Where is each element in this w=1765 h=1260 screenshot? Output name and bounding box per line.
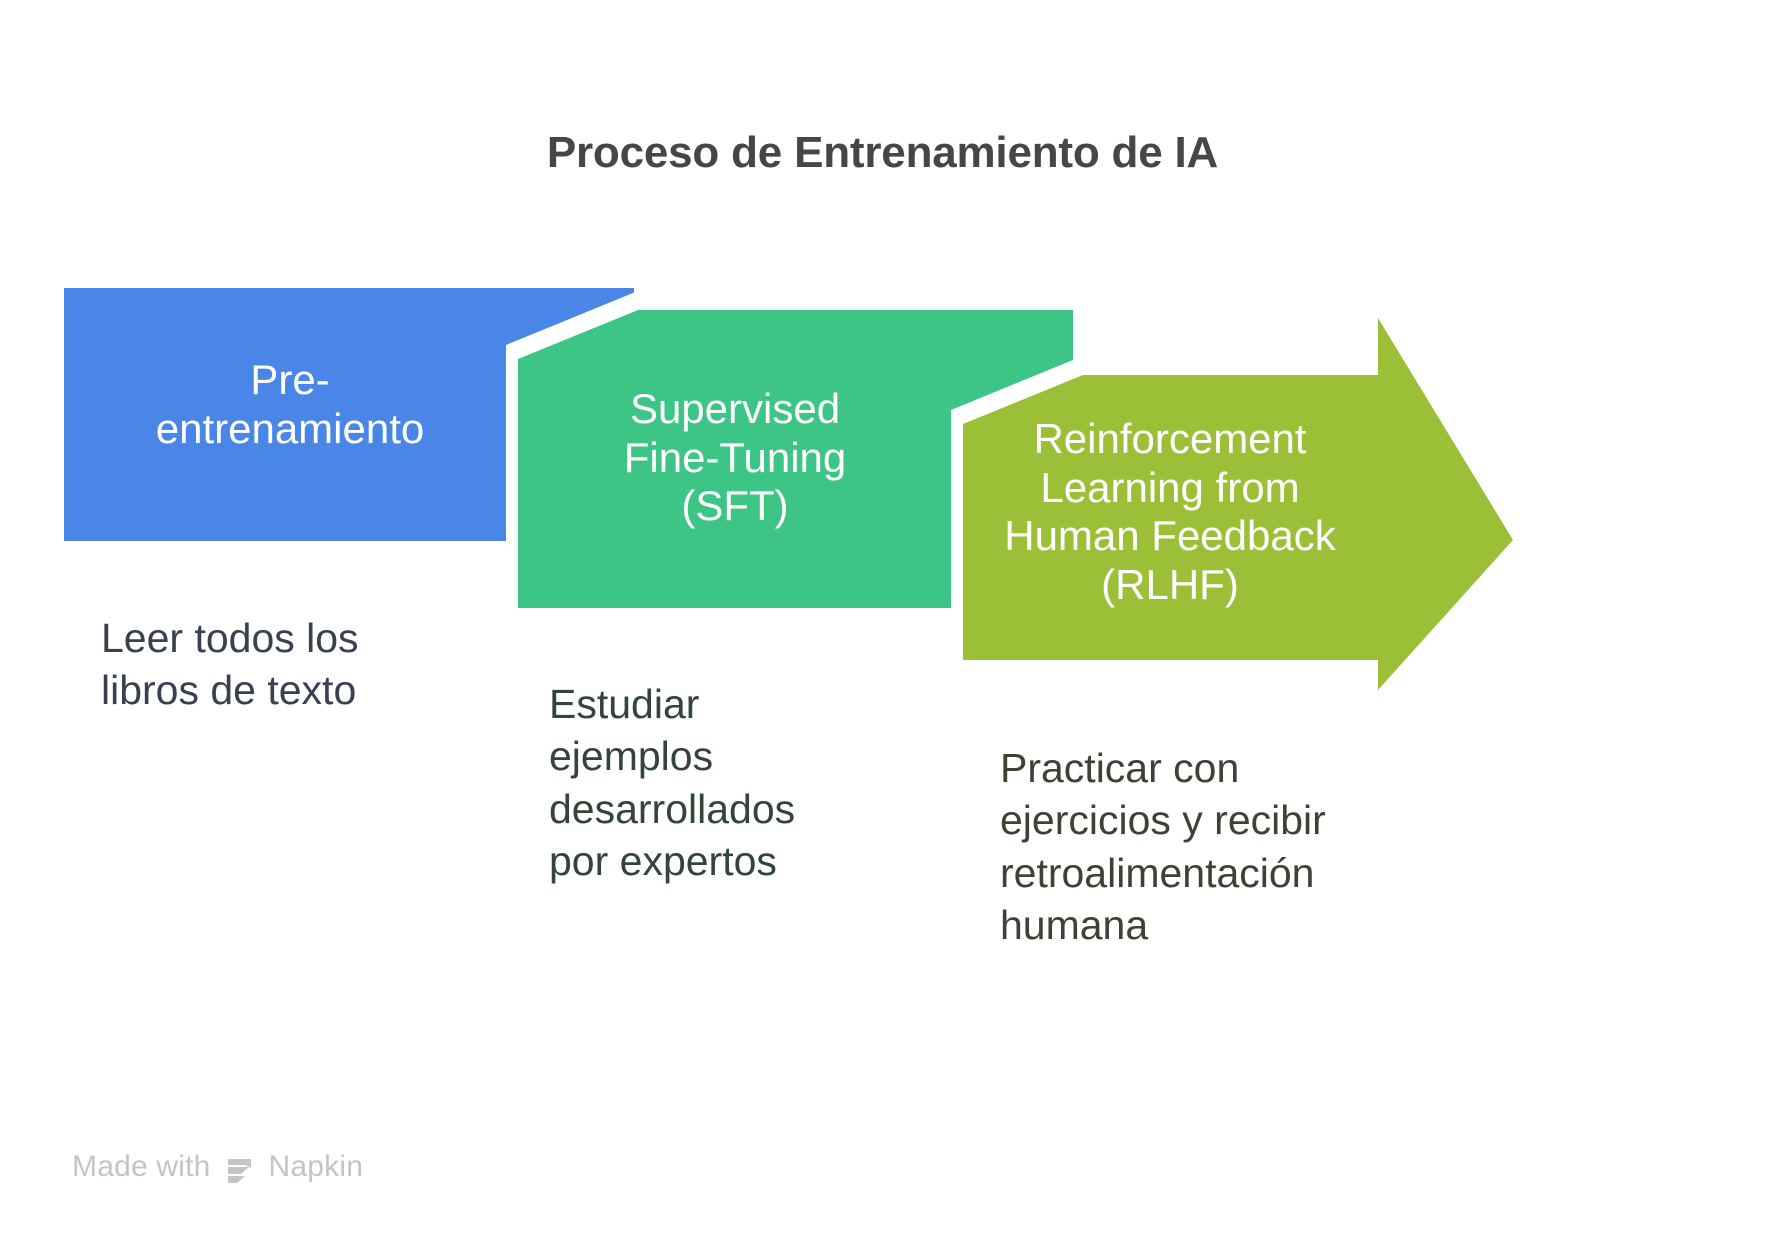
step-caption-sft: Estudiar ejemplos desarrollados por expe…	[549, 681, 796, 885]
step-label-rlhf: Reinforcement Learning from Human Feedba…	[1004, 415, 1336, 609]
page-title: Proceso de Entrenamiento de IA	[546, 128, 1219, 177]
footer-brand-label: Napkin	[268, 1150, 364, 1183]
made-with-napkin-footer[interactable]: Made with Napkin	[72, 1150, 363, 1184]
step-label-pretraining: Pre- entrenamiento	[155, 356, 425, 452]
step-label-sft: Supervised Fine-Tuning (SFT)	[623, 385, 847, 530]
step-shape-rlhf[interactable]	[963, 318, 1513, 690]
step-caption-pretraining: Leer todos los libros de texto	[101, 615, 359, 714]
step-shape-sft[interactable]	[518, 310, 1073, 608]
napkin-logo-icon	[223, 1152, 257, 1186]
step-caption-rlhf: Practicar con ejercicios y recibir retro…	[1000, 745, 1326, 949]
footer-made-with-label: Made with	[72, 1150, 211, 1183]
